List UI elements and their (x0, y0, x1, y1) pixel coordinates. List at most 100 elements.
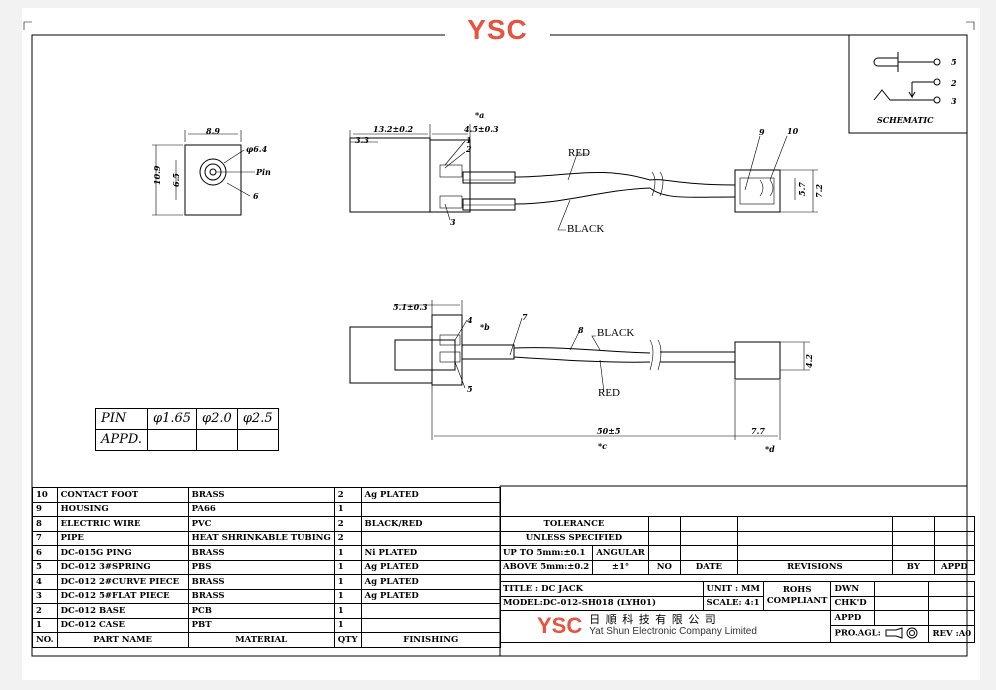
bom-cell-material: PBS (187, 559, 335, 575)
side-offset-dim: 4.5±0.3 (464, 124, 499, 134)
pin-appd-label: APPD. (95, 429, 148, 451)
front-callout-6: 6 (253, 191, 259, 201)
rev-header-no: NO (647, 559, 681, 575)
appd-label: APPD (830, 610, 876, 626)
schematic-pin-5: 5 (951, 57, 957, 67)
schematic: 5 2 3 SCHEMATIC (848, 35, 967, 134)
bom-cell-qty: 1 (333, 545, 362, 561)
bom-cell-no: 1 (32, 617, 58, 633)
side-red-label: RED (568, 147, 590, 159)
front-height-dim: 10.9 (152, 165, 162, 185)
bom-cell-qty: 1 (333, 574, 362, 590)
bom-cell-material: PA66 (187, 501, 335, 517)
bom-cell-finish: Ag PLATED (360, 574, 502, 590)
bom-cell-qty: 1 (333, 559, 362, 575)
side-view: 13.2±0.2 4.5±0.3 3.3 *a 1 2 3 9 10 RED B… (349, 110, 824, 235)
bom-cell-finish: Ag PLATED (360, 588, 502, 604)
bom-cell-part: DC-012 2#CURVE PIECE (56, 574, 189, 590)
bom-header-qty: QTY (333, 632, 362, 648)
bom-cell-finish (360, 501, 502, 517)
tolerance-upto: UP TO 5mm:±0.1 (500, 545, 594, 561)
side-callout-2: 2 (465, 144, 472, 154)
top-total-dim: 50±5 (597, 426, 621, 436)
top-note-b: *b (480, 322, 490, 332)
drawing-scale: SCALE: 4:1 (702, 595, 764, 611)
top-black-label: BLACK (597, 327, 634, 339)
bom-cell-part: DC-012 3#SPRING (56, 559, 189, 575)
side-small-dim: 3.3 (355, 135, 369, 145)
tolerance-angular-value: ±1° (592, 559, 649, 575)
bom-cell-part: DC-012 5#FLAT PIECE (56, 588, 189, 604)
tolerance-title: TOLERANCE (500, 516, 649, 532)
side-callout-1: 1 (466, 135, 472, 145)
bom-cell-part: DC-012 CASE (56, 617, 189, 633)
bom-cell-material: BRASS (187, 545, 335, 561)
bom-cell-material: BRASS (187, 588, 335, 604)
rev-header-appd: APPD (933, 559, 975, 575)
top-callout-5: 5 (467, 384, 473, 394)
front-hole-dim: φ6.4 (246, 144, 268, 154)
bom-cell-finish (360, 530, 502, 546)
side-callout-10: 10 (787, 126, 799, 136)
rev-header-date: DATE (679, 559, 738, 575)
bom-cell-no: 4 (32, 574, 58, 590)
bom-cell-part: HOUSING (56, 501, 189, 517)
bom-cell-no: 7 (32, 530, 58, 546)
company-name-cn: 日 順 科 技 有 限 公 司 (589, 613, 717, 627)
projection-symbol-icon (885, 627, 918, 639)
side-length-dim: 13.2±0.2 (373, 124, 414, 134)
bom-cell-finish (360, 617, 502, 633)
pin-size-2: φ2.0 (196, 408, 238, 430)
side-conn-dim-2: 7.2 (814, 184, 824, 198)
dwn-label: DWN (830, 581, 876, 597)
bom-cell-qty: 1 (333, 603, 362, 619)
top-red-label: RED (598, 387, 620, 399)
side-callout-9: 9 (759, 127, 765, 137)
tolerance-angular: ANGULAR (592, 545, 649, 561)
bom-cell-finish: BLACK/RED (360, 516, 502, 532)
brand-logo: YSC (445, 14, 550, 46)
bom-cell-finish (360, 603, 502, 619)
bom-cell-no: 3 (32, 588, 58, 604)
rohs-compliant: ROHS COMPLIANT (762, 581, 832, 611)
drawing-unit: UNIT : MM (702, 581, 764, 597)
schematic-box (848, 35, 967, 134)
bom-header-no: NO. (32, 632, 58, 648)
side-black-label: BLACK (567, 223, 604, 235)
pin-header: PIN (95, 408, 148, 430)
top-conn-height-dim: 4.2 (804, 354, 814, 368)
bom-cell-no: 9 (32, 501, 58, 517)
bom-cell-finish: Ni PLATED (360, 545, 502, 561)
bom-header-part: PART NAME (56, 632, 189, 648)
projection-angle: PRO.AGL: (830, 624, 930, 643)
schematic-title: SCHEMATIC (877, 115, 934, 125)
schematic-pin-2: 2 (950, 78, 957, 88)
company-name-en: Yat Shun Electronic Company Limited (589, 626, 757, 638)
schematic-pin-3: 3 (951, 96, 957, 106)
bom-cell-qty: 2 (333, 487, 362, 503)
bom-cell-part: DC-012 BASE (56, 603, 189, 619)
front-inner-dim: 6.5 (171, 173, 181, 187)
bom-cell-no: 6 (32, 545, 58, 561)
title-block: TITLE : DC JACK UNIT : MM ROHS COMPLIANT… (500, 581, 976, 643)
top-conn-dim: 7.7 (751, 426, 765, 436)
rev-header-revisions: REVISIONS (736, 559, 893, 575)
bom-cell-material: HEAT SHRINKABLE TUBING (187, 530, 335, 546)
top-pin-dim: 5.1±0.3 (393, 302, 428, 312)
bom-cell-no: 2 (32, 603, 58, 619)
bom-cell-finish: Ag PLATED (360, 487, 502, 503)
bom-cell-material: BRASS (187, 487, 335, 503)
tolerance-block: TOLERANCE UNLESS SPECIFIED UP TO 5mm:±0.… (500, 516, 975, 575)
front-width-dim: 8.9 (206, 126, 220, 136)
bom-cell-material: PCB (187, 603, 335, 619)
bom-cell-no: 8 (32, 516, 58, 532)
